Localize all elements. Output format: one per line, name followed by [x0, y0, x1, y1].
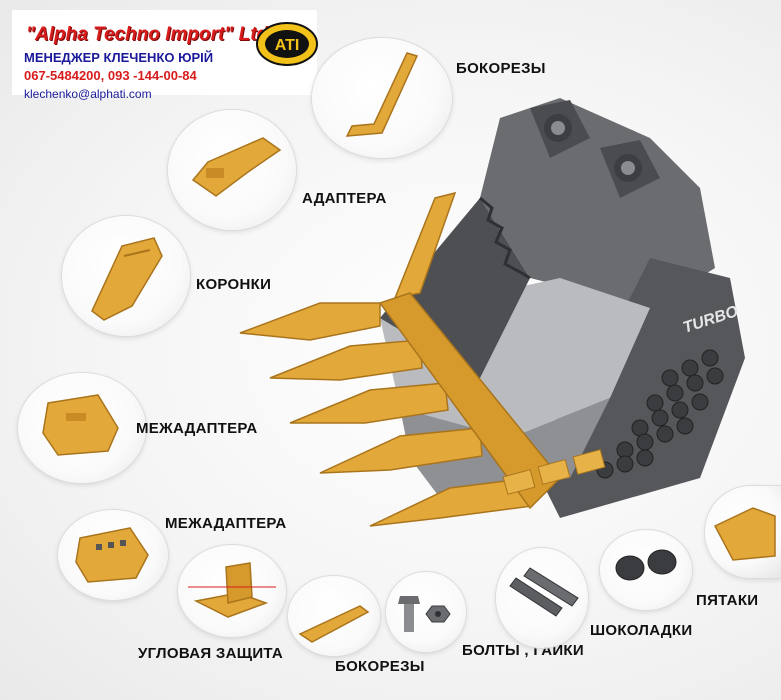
- label-side-cutters-bottom: БОКОРЕЗЫ: [335, 658, 425, 675]
- corner-protection-icon: [188, 562, 276, 618]
- circle-bolts-nuts: [386, 572, 466, 652]
- label-chocolates: ШОКОЛАДКИ: [590, 622, 693, 639]
- tooth-icon: [91, 237, 163, 321]
- interadapter-icon: [42, 394, 119, 456]
- label-heel-buttons: ПЯТАКИ: [696, 592, 759, 609]
- corner-piece-icon: [713, 507, 776, 561]
- circle-interadapter-2: [58, 510, 168, 600]
- bolt-nut-icon: [398, 596, 451, 632]
- phone-numbers: 067-5484200, 093 -144-00-84: [24, 68, 197, 83]
- manager-name: МЕНЕДЖЕР КЛЕЧЕНКО ЮРІЙ: [24, 50, 214, 65]
- circle-chocolates: [496, 548, 588, 648]
- wear-button-icon: [615, 549, 677, 581]
- label-side-cutters-top: БОКОРЕЗЫ: [456, 60, 546, 77]
- label-interadapter-1: МЕЖАДАПТЕРА: [136, 420, 258, 437]
- excavator-bucket: TURBO: [239, 98, 745, 527]
- ati-logo: ATI: [256, 22, 318, 66]
- side-cutter-icon: [345, 52, 419, 137]
- circle-side-cutter-top: [312, 38, 452, 158]
- wear-bar-icon: [509, 567, 579, 617]
- circle-heel-buttons: [600, 530, 692, 610]
- email-address[interactable]: klechenko@alphati.com: [24, 87, 152, 101]
- label-corner-protection: УГЛОВАЯ ЗАЩИТА: [138, 645, 284, 662]
- interadapter-icon: [75, 527, 149, 583]
- circle-tooth: [62, 216, 190, 336]
- logo-text: ATI: [275, 37, 300, 54]
- contact-header: "Alpha Techno Import" Ltd ATI МЕНЕДЖЕР К…: [12, 10, 318, 101]
- circle-interadapter-1: [18, 373, 146, 483]
- label-teeth: КОРОНКИ: [196, 276, 272, 293]
- side-cutter-icon: [298, 605, 370, 643]
- adapter-icon: [191, 137, 282, 197]
- circle-corner-protection: [178, 545, 286, 637]
- circle-side-cutter-bottom: [288, 576, 380, 656]
- circle-corner-piece: [705, 486, 781, 578]
- circle-adapter: [168, 110, 296, 230]
- label-interadapter-2: МЕЖАДАПТЕРА: [165, 515, 287, 532]
- company-name: "Alpha Techno Import" Ltd: [26, 24, 269, 45]
- label-adapters: АДАПТЕРА: [302, 190, 387, 207]
